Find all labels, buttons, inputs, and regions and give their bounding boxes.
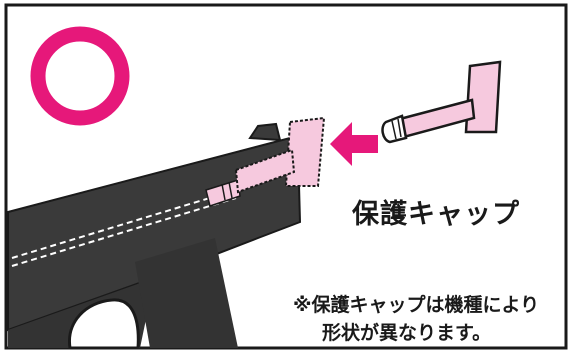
- cap-label: 保護キャップ: [352, 199, 520, 230]
- correct-circle-icon: [30, 26, 130, 126]
- gun-shaped-device-illustration: [7, 122, 302, 350]
- muzzle-groove: [228, 181, 233, 199]
- muzzle-groove: [221, 183, 226, 201]
- insert-arrow-icon: [330, 122, 378, 166]
- note-line-2: 形状が異なります。: [322, 322, 492, 344]
- sight-bump: [248, 122, 282, 142]
- inserted-cap-outline: [234, 116, 326, 194]
- protective-cap-icon: [381, 60, 502, 144]
- trigger-guard: [68, 298, 140, 350]
- device-grip: [135, 238, 238, 348]
- stitch-line: [11, 197, 237, 267]
- stitch-line: [11, 189, 237, 259]
- note-line-1: ※保護キャップは機種により: [293, 294, 540, 316]
